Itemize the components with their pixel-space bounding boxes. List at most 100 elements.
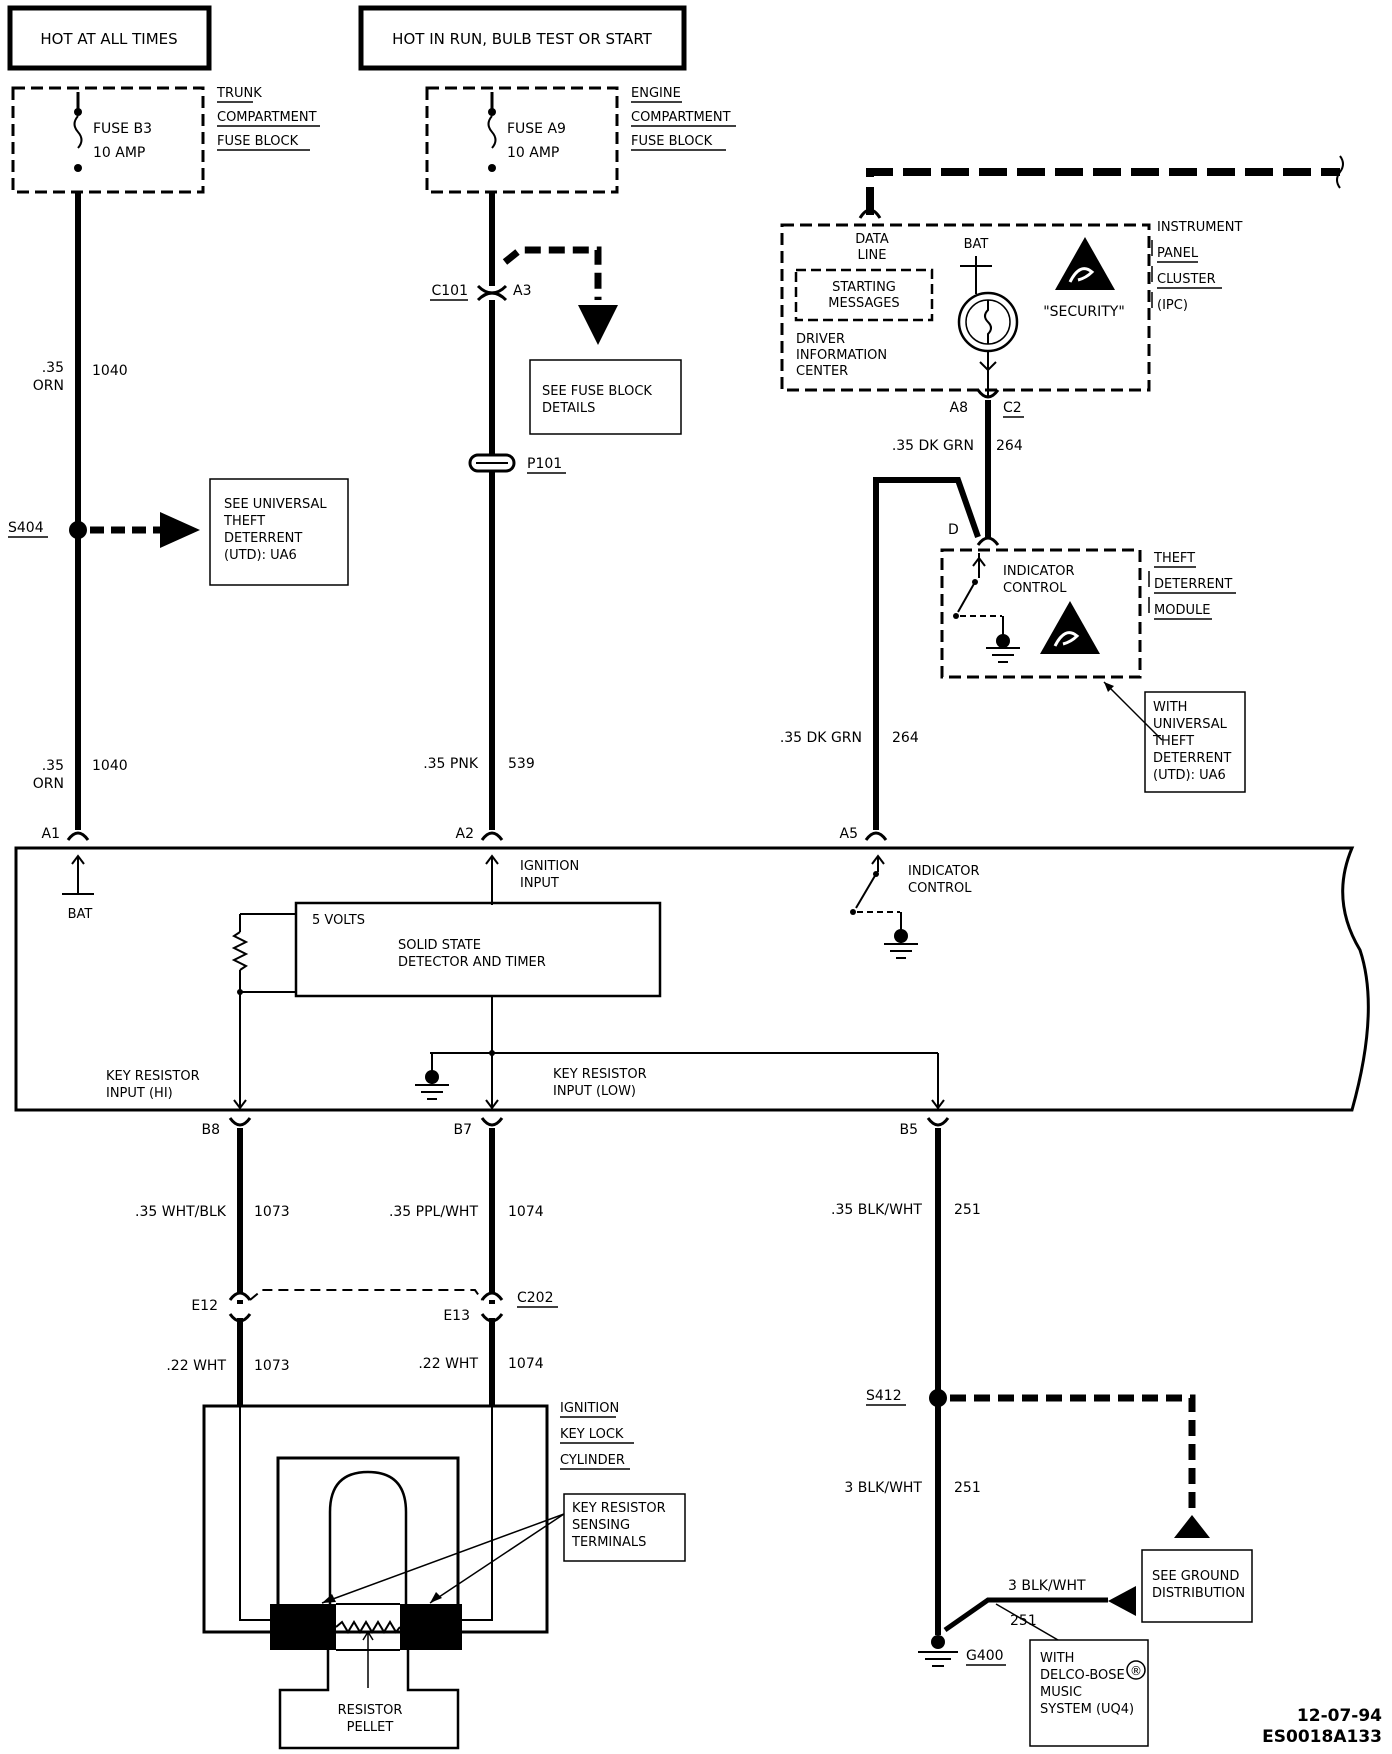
connector-c101: [476, 284, 508, 302]
wire-1074b-circuit: 1074: [508, 1356, 544, 1372]
ipc-data-line-2: LINE: [857, 248, 886, 263]
wire-1040-color-top: ORN: [33, 378, 64, 394]
connector-a1-label: A1: [42, 826, 60, 842]
svg-text:WITH: WITH: [1040, 1651, 1074, 1666]
wire-251-circuit: 251: [954, 1202, 981, 1218]
pullup-resistor-icon: [231, 931, 249, 971]
connector-a5-label: A5: [840, 826, 858, 842]
wire-264-circuit-bottom: 264: [892, 730, 919, 746]
solid-state-detector: 5 VOLTS SOLID STATE DETECTOR AND TIMER: [294, 901, 662, 998]
svg-text:SYSTEM (UQ4): SYSTEM (UQ4): [1040, 1702, 1134, 1717]
dic-label-2: INFORMATION: [796, 348, 887, 363]
tdm-esd-warning-icon: [1040, 601, 1100, 654]
sensing-terminal-left: [270, 1604, 336, 1650]
svg-text:SEE UNIVERSAL: SEE UNIVERSAL: [224, 497, 327, 512]
module-ignition-1: IGNITION: [520, 859, 579, 874]
splice-s404-label: S404: [8, 520, 44, 536]
esd-warning-icon: [1055, 237, 1115, 290]
svg-text:DETERRENT: DETERRENT: [1153, 751, 1231, 766]
svg-text:DETAILS: DETAILS: [542, 401, 595, 416]
wire-1040-circuit-top: 1040: [92, 363, 128, 379]
ground-g400: [918, 1635, 958, 1667]
connector-a2: [480, 831, 504, 841]
wire-264-lower: [873, 477, 981, 830]
five-volts-label: 5 VOLTS: [312, 913, 365, 928]
security-label: "SECURITY": [1043, 304, 1125, 320]
security-lamp-icon: [957, 291, 1019, 353]
key-low-1: KEY RESISTOR: [553, 1067, 647, 1082]
ground-distribution-reference: SEE GROUND DISTRIBUTION: [1141, 1549, 1253, 1623]
resistor-pellet-label-1: RESISTOR: [338, 1703, 403, 1718]
ipc-name-1: INSTRUMENT: [1157, 220, 1242, 235]
connector-b5-label: B5: [899, 1122, 918, 1138]
wire-1040-color-bottom: ORN: [33, 776, 64, 792]
connector-b7: [480, 1117, 504, 1127]
svg-text:DETERRENT: DETERRENT: [224, 531, 302, 546]
wire-1074-circuit: 1074: [508, 1204, 544, 1220]
tdm-name-1: THEFT: [1153, 551, 1195, 566]
wire-251c-circuit: 251: [1010, 1613, 1037, 1629]
splice-s404: [69, 521, 87, 539]
footer-date: 12-07-94: [1297, 1706, 1382, 1726]
starting-messages-box: [794, 268, 934, 322]
ground-dist-arrow-icon: [1174, 1515, 1210, 1538]
connector-b8: [228, 1117, 252, 1127]
tdm-name-2: DETERRENT: [1154, 577, 1232, 592]
wire-251c-spec: 3 BLK/WHT: [1008, 1578, 1086, 1594]
svg-text:WITH: WITH: [1153, 700, 1187, 715]
cylinder-name-1: IGNITION: [560, 1401, 619, 1416]
sensing-terminals-callout: KEY RESISTOR SENSING TERMINALS: [321, 1493, 686, 1604]
wire-539-spec: .35 PNK: [423, 756, 479, 772]
wire-251b-circuit: 251: [954, 1480, 981, 1496]
wire-1040-gauge-top: .35: [42, 360, 64, 376]
svg-text:THEFT: THEFT: [223, 514, 265, 529]
fuse-a9: FUSE A9 10 AMP: [425, 86, 619, 194]
dic-label-1: DRIVER: [796, 332, 845, 347]
resistor-pellet-icon: [335, 1620, 401, 1634]
key-hi-2: INPUT (HI): [106, 1086, 173, 1101]
hot-at-all-times-box: HOT AT ALL TIMES: [7, 5, 212, 71]
cylinder-name-3: CYLINDER: [560, 1453, 625, 1468]
module-indicator-2: CONTROL: [908, 881, 972, 896]
key-low-2: INPUT (LOW): [553, 1084, 636, 1099]
wire-1073-spec: .35 WHT/BLK: [135, 1204, 227, 1220]
connector-b5: [926, 1117, 950, 1127]
module-ignition-2: INPUT: [520, 876, 559, 891]
hot-at-all-times-label: HOT AT ALL TIMES: [40, 30, 177, 48]
connector-a1: [66, 831, 90, 841]
svg-text:(UTD): UA6: (UTD): UA6: [224, 548, 297, 563]
svg-text:MESSAGES: MESSAGES: [828, 296, 899, 311]
wire-1074b-spec: .22 WHT: [418, 1356, 478, 1372]
with-utd-reference: WITH UNIVERSAL THEFT DETERRENT (UTD): UA…: [1144, 691, 1246, 793]
fuse-a9-name: FUSE A9: [507, 121, 566, 137]
hot-in-run-box: HOT IN RUN, BULB TEST OR START: [358, 5, 687, 71]
connector-p101-label: P101: [527, 456, 562, 472]
wire-1073-circuit: 1073: [254, 1204, 290, 1220]
ipc-data-line-1: DATA: [855, 232, 889, 247]
svg-text:STARTING: STARTING: [832, 280, 896, 295]
connector-c2-label: C2: [1003, 400, 1022, 416]
svg-text:KEY RESISTOR: KEY RESISTOR: [572, 1501, 666, 1516]
svg-text:TERMINALS: TERMINALS: [571, 1535, 646, 1550]
tdm-indicator-2: CONTROL: [1003, 581, 1067, 596]
svg-text:DISTRIBUTION: DISTRIBUTION: [1152, 1586, 1245, 1601]
wire-1073b-spec: .22 WHT: [166, 1358, 226, 1374]
hot-in-run-label: HOT IN RUN, BULB TEST OR START: [392, 30, 652, 48]
tdm-name-3: MODULE: [1154, 603, 1210, 618]
connector-c202-label: C202: [517, 1290, 554, 1306]
connector-e13-label: E13: [443, 1308, 470, 1324]
svg-text:MUSIC: MUSIC: [1040, 1685, 1082, 1700]
utd-reference: SEE UNIVERSAL THEFT DETERRENT (UTD): UA6: [209, 478, 349, 586]
connector-a2-label: A2: [456, 826, 474, 842]
connector-b7-label: B7: [453, 1122, 472, 1138]
wire-539-circuit: 539: [508, 756, 535, 772]
module-indicator-1: INDICATOR: [908, 864, 980, 879]
ipc-name-2: PANEL: [1157, 246, 1199, 261]
wire-264-spec-top: .35 DK GRN: [892, 438, 974, 454]
splice-s412-label: S412: [866, 1388, 902, 1404]
connector-a8-c2: [976, 389, 1000, 399]
svg-text:UNIVERSAL: UNIVERSAL: [1153, 717, 1228, 732]
detector-label-1: SOLID STATE: [398, 938, 481, 953]
wire-264-circuit-top: 264: [996, 438, 1023, 454]
